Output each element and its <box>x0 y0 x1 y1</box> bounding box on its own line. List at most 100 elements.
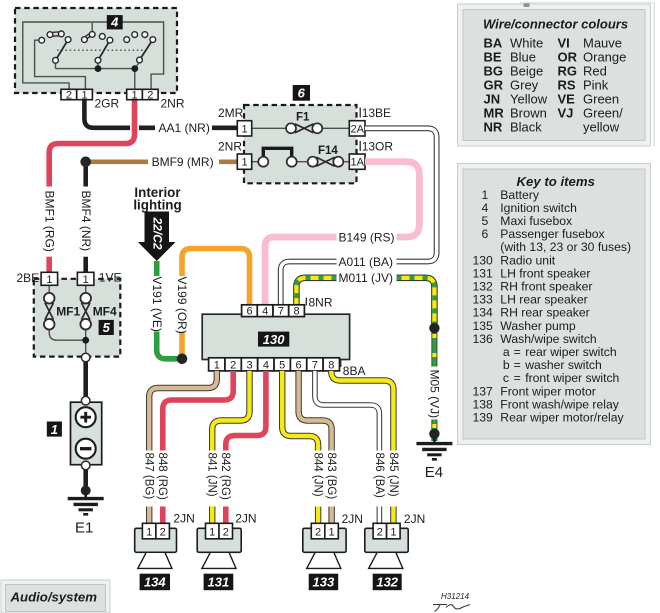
svg-text:5: 5 <box>103 320 111 335</box>
svg-text:B149 (RS): B149 (RS) <box>339 230 395 244</box>
svg-text:AA1 (NR): AA1 (NR) <box>159 121 210 135</box>
svg-text:Wire/connector colours: Wire/connector colours <box>483 17 628 32</box>
svg-text:Maxi fusebox: Maxi fusebox <box>500 214 572 228</box>
svg-text:5: 5 <box>482 214 489 228</box>
svg-text:RH front speaker: RH front speaker <box>500 280 592 294</box>
svg-text:(with 13, 23 or 30 fuses): (with 13, 23 or 30 fuses) <box>500 240 631 254</box>
svg-text:847 (BG): 847 (BG) <box>143 453 155 500</box>
svg-text:2: 2 <box>315 526 321 538</box>
svg-text:6: 6 <box>246 306 252 318</box>
svg-text:22/C2: 22/C2 <box>150 217 164 250</box>
svg-text:2: 2 <box>377 526 383 538</box>
svg-text:2BE: 2BE <box>17 271 40 285</box>
svg-text:1VE: 1VE <box>99 270 122 284</box>
svg-text:Mauve: Mauve <box>583 36 622 51</box>
svg-text:844 (JN): 844 (JN) <box>312 453 324 497</box>
svg-text:1: 1 <box>46 274 52 286</box>
svg-text:Green: Green <box>583 92 619 107</box>
svg-text:1: 1 <box>51 422 58 437</box>
svg-text:845 (JN): 845 (JN) <box>387 453 399 497</box>
svg-text:BMF4 (NR): BMF4 (NR) <box>79 191 93 252</box>
svg-text:1: 1 <box>82 89 88 101</box>
svg-text:V191 (VE): V191 (VE) <box>150 277 164 332</box>
svg-text:RG: RG <box>558 64 578 79</box>
svg-text:130: 130 <box>473 253 494 267</box>
svg-text:NR: NR <box>484 120 503 135</box>
svg-text:Red: Red <box>583 64 607 79</box>
svg-text:136: 136 <box>473 332 494 346</box>
svg-text:E1: E1 <box>75 520 93 537</box>
svg-text:137: 137 <box>473 384 494 398</box>
svg-text:F1: F1 <box>296 112 310 124</box>
svg-text:Audio/system: Audio/system <box>10 590 98 605</box>
svg-text:MF4: MF4 <box>93 305 117 319</box>
svg-text:1: 1 <box>146 526 152 538</box>
svg-text:6: 6 <box>296 359 302 371</box>
svg-text:Pink: Pink <box>583 78 609 93</box>
svg-text:6: 6 <box>298 86 306 101</box>
svg-text:VJ: VJ <box>558 106 574 121</box>
svg-text:2MR: 2MR <box>218 106 244 120</box>
svg-text:=: = <box>514 371 521 385</box>
svg-text:Brown: Brown <box>510 106 547 121</box>
svg-text:1: 1 <box>209 526 215 538</box>
svg-text:Ignition switch: Ignition switch <box>500 201 577 215</box>
svg-text:White: White <box>510 36 543 51</box>
svg-text:2JN: 2JN <box>173 512 194 526</box>
svg-text:Front wash/wipe relay: Front wash/wipe relay <box>500 397 619 411</box>
svg-text:8: 8 <box>328 359 334 371</box>
svg-text:4: 4 <box>263 359 269 371</box>
svg-text:7: 7 <box>312 359 318 371</box>
svg-text:130: 130 <box>263 332 285 347</box>
svg-text:VE: VE <box>558 92 576 107</box>
svg-text:133: 133 <box>313 575 335 590</box>
svg-text:842 (RG): 842 (RG) <box>219 453 231 500</box>
svg-text:139: 139 <box>473 411 494 425</box>
svg-text:Green/: Green/ <box>583 106 623 121</box>
svg-text:=: = <box>514 345 521 359</box>
svg-text:MR: MR <box>484 106 505 121</box>
svg-text:Wash/wipe switch: Wash/wipe switch <box>500 332 596 346</box>
svg-text:Grey: Grey <box>510 78 539 93</box>
svg-text:Yellow: Yellow <box>510 92 548 107</box>
svg-text:BA: BA <box>484 36 503 51</box>
svg-text:2JN: 2JN <box>235 512 256 526</box>
svg-text:BMF9 (MR): BMF9 (MR) <box>152 155 214 169</box>
svg-text:Interior: Interior <box>134 185 181 200</box>
svg-text:133: 133 <box>473 293 494 307</box>
svg-text:2: 2 <box>230 359 236 371</box>
svg-text:4: 4 <box>110 15 119 30</box>
svg-text:841 (JN): 841 (JN) <box>206 453 218 497</box>
svg-text:H31214: H31214 <box>441 592 470 601</box>
svg-text:8: 8 <box>294 306 300 318</box>
svg-text:4: 4 <box>482 201 489 215</box>
svg-text:b: b <box>503 358 510 372</box>
svg-text:2: 2 <box>160 526 166 538</box>
svg-text:Orange: Orange <box>583 50 626 65</box>
svg-text:135: 135 <box>473 319 494 333</box>
svg-text:Radio unit: Radio unit <box>500 253 555 267</box>
svg-text:Washer pump: Washer pump <box>500 319 576 333</box>
svg-text:Passenger fusebox: Passenger fusebox <box>500 227 604 241</box>
svg-text:2NR: 2NR <box>218 140 242 154</box>
svg-text:1: 1 <box>482 188 489 202</box>
svg-text:2A: 2A <box>350 123 364 135</box>
svg-text:BE: BE <box>484 50 502 65</box>
svg-text:yellow: yellow <box>583 120 620 135</box>
svg-text:134: 134 <box>144 575 166 590</box>
svg-text:1: 1 <box>329 526 335 538</box>
svg-text:E4: E4 <box>425 464 443 481</box>
svg-text:2: 2 <box>66 89 72 101</box>
svg-text:GR: GR <box>484 78 504 93</box>
svg-text:JN: JN <box>484 92 501 107</box>
svg-text:Blue: Blue <box>510 50 536 65</box>
svg-text:1A: 1A <box>350 157 364 169</box>
svg-text:1: 1 <box>390 526 396 538</box>
svg-text:134: 134 <box>473 306 494 320</box>
svg-text:8NR: 8NR <box>309 295 333 309</box>
svg-text:3: 3 <box>246 359 252 371</box>
svg-text:M05 (VJ): M05 (VJ) <box>428 370 442 419</box>
svg-text:lighting: lighting <box>133 198 181 213</box>
svg-text:2GR: 2GR <box>95 97 120 111</box>
svg-text:Beige: Beige <box>510 64 543 79</box>
